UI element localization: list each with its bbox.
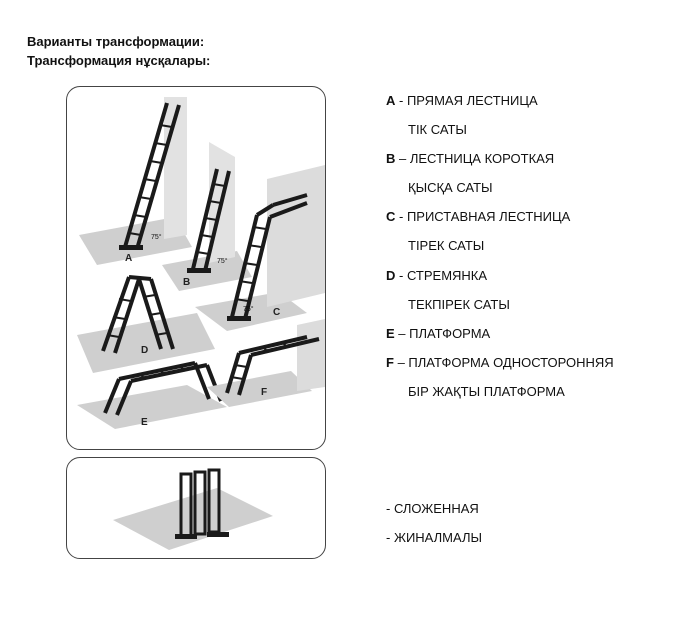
ladder-e-illustration: E xyxy=(77,361,227,429)
heading-ru: Варианты трансформации: xyxy=(27,34,205,49)
legend-d-translation: ТЕКПІРЕК САТЫ xyxy=(408,297,510,312)
figure-label-a: A xyxy=(125,253,132,264)
legend-c: C - ПРИСТАВНАЯ ЛЕСТНИЦА xyxy=(386,209,571,224)
folded-ladder-illustration xyxy=(113,468,273,550)
legend-f: F – ПЛАТФОРМА ОДНОСТОРОННЯЯ xyxy=(386,355,614,370)
folded-label-kz: - ЖИНАЛМАЛЫ xyxy=(386,530,482,545)
heading-kz: Трансформация нұсқалары: xyxy=(27,53,211,68)
legend-c-translation: ТІРЕК САТЫ xyxy=(408,238,485,253)
legend-d: D - СТРЕМЯНКА xyxy=(386,268,488,283)
ladder-f-illustration: F xyxy=(207,319,325,407)
legend-b-translation: ҚЫСҚА САТЫ xyxy=(408,180,493,195)
angle-label-b: 75° xyxy=(217,257,228,265)
legend-f-translation: БІР ЖАҚТЫ ПЛАТФОРМА xyxy=(408,384,565,399)
folded-panel xyxy=(66,457,326,559)
transformations-illustration: 75° A 75° B xyxy=(77,97,325,429)
folded-label-ru: - СЛОЖЕННАЯ xyxy=(386,501,479,516)
legend-b: B – ЛЕСТНИЦА КОРОТКАЯ xyxy=(386,151,555,166)
ladder-b-illustration: 75° B xyxy=(162,142,252,291)
figure-label-e: E xyxy=(141,417,148,428)
angle-label-c: 75° xyxy=(243,305,254,313)
ladder-d-illustration: D xyxy=(77,275,215,373)
legend-e: E – ПЛАТФОРМА xyxy=(386,326,491,341)
legend-a-translation: ТІК САТЫ xyxy=(408,122,467,137)
legend-a: A - ПРЯМАЯ ЛЕСТНИЦА xyxy=(386,93,538,108)
figure-label-f: F xyxy=(261,387,267,398)
ladder-a-illustration: 75° A xyxy=(79,97,192,265)
transformations-panel: 75° A 75° B xyxy=(66,86,326,450)
figure-label-d: D xyxy=(141,345,148,356)
angle-label-a: 75° xyxy=(151,233,162,241)
figure-label-b: B xyxy=(183,277,190,288)
ladder-c-illustration: 75° C xyxy=(195,165,325,331)
figure-label-c: C xyxy=(273,307,280,318)
